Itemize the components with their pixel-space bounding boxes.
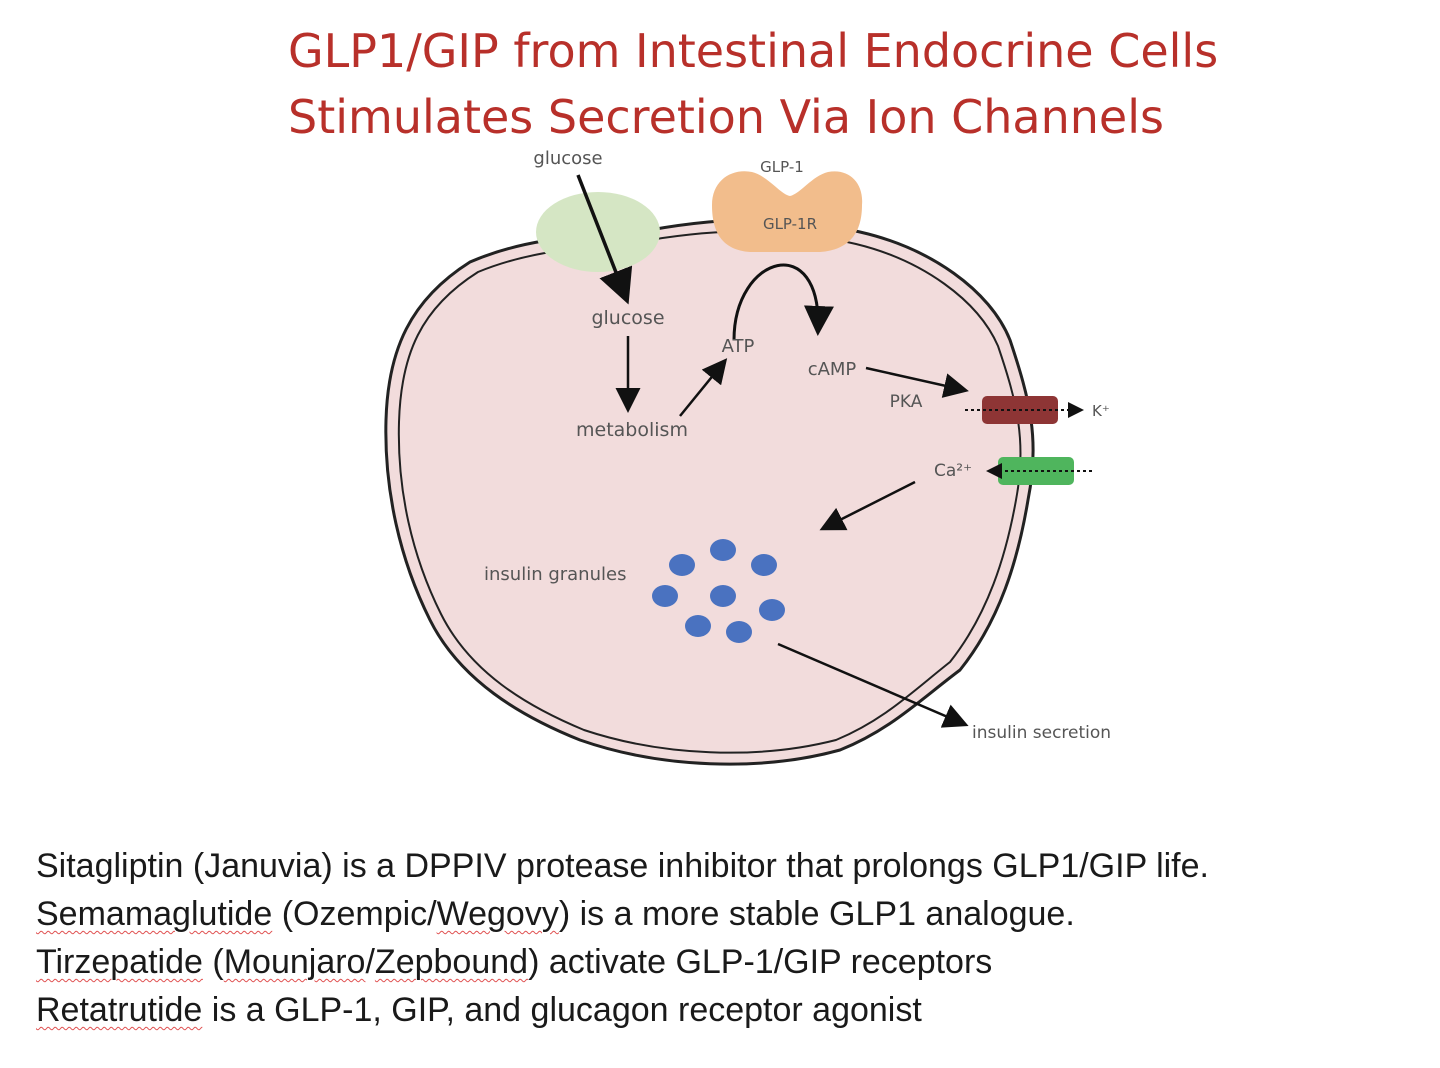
glp1-receptor bbox=[712, 171, 863, 252]
label-glp1: GLP-1 bbox=[760, 158, 804, 176]
title-line-1: GLP1/GIP from Intestinal Endocrine Cells bbox=[288, 24, 1219, 78]
cell-membrane-inner bbox=[397, 230, 1022, 754]
granule bbox=[710, 585, 736, 607]
note-line-1-text: Sitagliptin (Januvia) is a DPPIV proteas… bbox=[36, 847, 1209, 885]
note-line-2-mid: (Ozempic/ bbox=[272, 895, 437, 933]
note-line-4: Retatrutide is a GLP-1, GIP, and glucago… bbox=[36, 986, 1436, 1034]
slide-title: GLP1/GIP from Intestinal Endocrine Cells… bbox=[288, 18, 1388, 150]
beta-cell-diagram: glucose glucose metabolism ATP cAMP PKA … bbox=[384, 148, 1111, 766]
label-insulin-secretion: insulin secretion bbox=[972, 723, 1111, 743]
granule bbox=[685, 615, 711, 637]
label-glp1r: GLP-1R bbox=[763, 215, 817, 233]
note-line-2: Semamaglutide (Ozempic/Wegovy) is a more… bbox=[36, 890, 1436, 938]
label-camp: cAMP bbox=[808, 359, 857, 380]
granule bbox=[710, 539, 736, 561]
label-glucose-inside: glucose bbox=[591, 307, 664, 329]
label-potassium: K⁺ bbox=[1092, 402, 1110, 420]
secretion-arrow bbox=[777, 642, 969, 728]
label-pka: PKA bbox=[890, 392, 923, 412]
glucose-transporter bbox=[536, 192, 660, 272]
note-line-3-brand1: Mounjaro bbox=[223, 943, 366, 981]
atp-camp-arrow bbox=[732, 263, 834, 341]
note-line-3-mid2: / bbox=[365, 943, 375, 981]
cell-body bbox=[384, 218, 1035, 766]
note-line-3-brand2: Zepbound bbox=[374, 943, 529, 981]
granule bbox=[652, 585, 678, 607]
note-line-1: Sitagliptin (Januvia) is a DPPIV proteas… bbox=[36, 842, 1436, 890]
title-line-2: Stimulates Secretion Via Ion Channels bbox=[288, 90, 1164, 144]
note-line-2-rest: ) is a more stable GLP1 analogue. bbox=[558, 895, 1075, 933]
note-line-3-rest: ) activate GLP-1/GIP receptors bbox=[528, 943, 993, 981]
label-calcium: Ca²⁺ bbox=[934, 461, 972, 481]
note-line-3: Tirzepatide (Mounjaro/Zepbound) activate… bbox=[36, 938, 1436, 986]
note-line-2-brand: Wegovy bbox=[436, 895, 559, 933]
calcium-granule-arrow bbox=[819, 480, 916, 531]
insulin-granules bbox=[652, 539, 785, 643]
granule bbox=[669, 554, 695, 576]
note-line-4-drug: Retatrutide bbox=[36, 991, 203, 1029]
label-metabolism: metabolism bbox=[576, 419, 688, 441]
label-glucose-outside: glucose bbox=[533, 148, 602, 169]
camp-pka-arrow bbox=[865, 366, 969, 398]
metabolism-atp-arrow bbox=[679, 358, 728, 417]
label-insulin-granules: insulin granules bbox=[484, 564, 626, 585]
note-line-2-drug: Semamaglutide bbox=[36, 895, 273, 933]
drug-notes: Sitagliptin (Januvia) is a DPPIV proteas… bbox=[36, 842, 1436, 1034]
granule bbox=[751, 554, 777, 576]
granule bbox=[759, 599, 785, 621]
note-line-3-drug: Tirzepatide bbox=[36, 943, 203, 981]
note-line-3-mid1: ( bbox=[202, 943, 224, 981]
note-line-4-rest: is a GLP-1, GIP, and glucagon receptor a… bbox=[202, 991, 922, 1029]
glucose-uptake-arrow bbox=[576, 174, 633, 305]
label-atp: ATP bbox=[722, 336, 755, 357]
granule bbox=[726, 621, 752, 643]
